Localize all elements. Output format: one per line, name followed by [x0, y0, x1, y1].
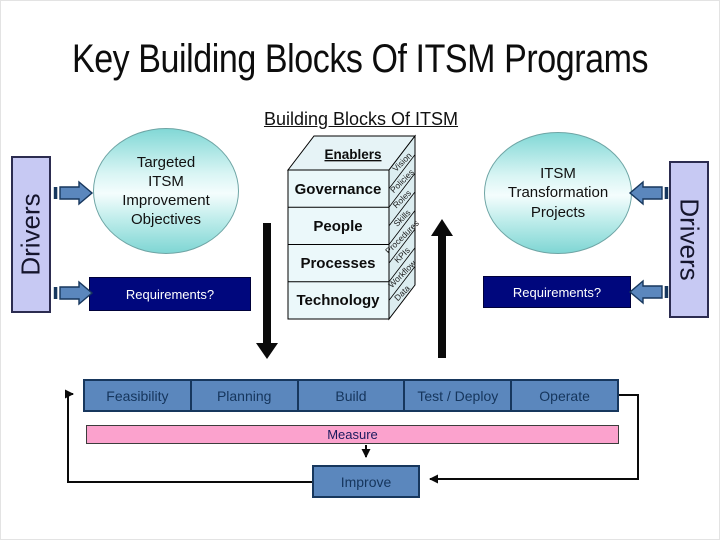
drivers-box-right: Drivers [669, 161, 709, 318]
transformation-line: Transformation [507, 184, 609, 202]
stage-test-deploy: Test / Deploy [403, 379, 513, 412]
striped-left-arrow-icon [628, 279, 669, 305]
objectives-line: Objectives [130, 211, 202, 229]
slice-divider [388, 210, 416, 245]
stack-layer-label: Governance [295, 181, 382, 198]
drivers-box-left: Drivers [11, 156, 51, 313]
drivers-left-label: Drivers [15, 193, 46, 276]
stage-operate: Operate [510, 379, 619, 412]
slice-divider [388, 266, 416, 301]
stage-planning: Planning [189, 379, 299, 412]
striped-right-arrow-icon [53, 180, 94, 206]
stack-layer-label: Processes [300, 255, 375, 272]
slice-divider [388, 191, 416, 227]
measure-bar: Measure [86, 425, 619, 444]
transformation-line: Projects [530, 203, 586, 221]
stack-top-label: Enablers [324, 147, 381, 162]
objectives-ellipse: Targeted ITSM Improvement Objectives [93, 128, 239, 254]
objectives-line: Targeted [136, 153, 196, 171]
big-down-arrow [256, 223, 278, 359]
requirements-right-label: Requirements? [512, 284, 602, 300]
objectives-line: Improvement [122, 192, 210, 209]
drivers-right-label: Drivers [674, 198, 705, 281]
slice-divider [388, 154, 416, 189]
transformation-line: ITSM [540, 165, 576, 183]
slice-divider [388, 173, 416, 208]
big-up-arrow [431, 219, 453, 358]
requirements-box-left: Requirements? [89, 277, 251, 311]
objectives-line: ITSM [148, 172, 184, 190]
stage-feasibility: Feasibility [83, 379, 192, 412]
stack-heading: Building Blocks Of ITSM [263, 109, 459, 129]
slice-divider [388, 228, 416, 264]
process-stage-row: Feasibility Planning Build Test / Deploy… [83, 379, 619, 412]
feedback-line-operate-to-improve [429, 394, 639, 484]
building-blocks-stack: Enablers Governance People Processes Tec… [286, 134, 421, 321]
improve-box: Improve [312, 465, 420, 498]
page-title: Key Building Blocks Of ITSM Programs [71, 37, 649, 81]
slice-divider [388, 247, 416, 283]
transformation-ellipse: ITSM Transformation Projects [484, 132, 632, 254]
requirements-left-label: Requirements? [125, 286, 215, 302]
stage-build: Build [296, 379, 406, 412]
requirements-box-right: Requirements? [483, 276, 631, 308]
striped-right-arrow-icon [53, 280, 94, 306]
feedback-line-improve-to-feasibility [65, 389, 312, 483]
striped-left-arrow-icon [628, 180, 669, 206]
stack-layer-label: People [313, 218, 362, 235]
stack-layer-label: Technology [296, 292, 380, 309]
